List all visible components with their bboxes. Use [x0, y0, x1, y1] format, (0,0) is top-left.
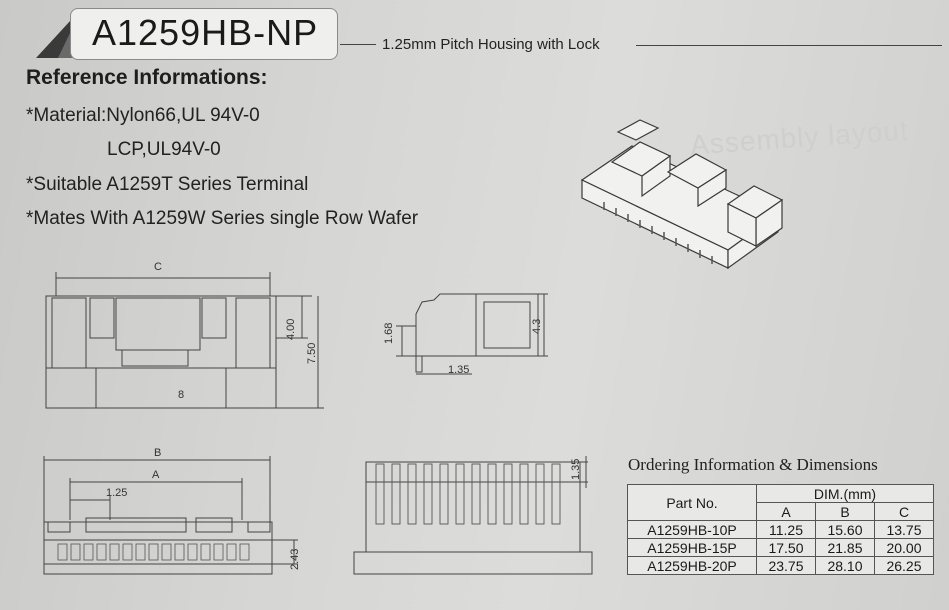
subtitle-rule-left: [340, 44, 376, 45]
table-row: A1259HB-10P 11.25 15.60 13.75: [627, 520, 934, 539]
reference-line-terminal: *Suitable A1259T Series Terminal: [26, 174, 309, 195]
dim-8-label: 8: [178, 389, 185, 401]
part-title: A1259HB-NP: [92, 12, 319, 53]
top-view-drawing: [353, 456, 593, 575]
dim-a-label: A: [152, 469, 160, 481]
dim-7-50-label: 7.50: [306, 342, 318, 364]
table-row: A1259HB-15P 17.50 21.85 20.00: [627, 538, 934, 557]
row-b: 15.60: [815, 520, 875, 539]
reference-line-lcp: LCP,UL94V-0: [107, 139, 221, 160]
row-c: 20.00: [874, 538, 934, 557]
dim-1-25-label: 1.25: [106, 487, 128, 499]
reference-line-material: *Material:Nylon66,UL 94V-0: [26, 105, 260, 126]
col-b-header: B: [815, 502, 875, 521]
front-view-drawing: [45, 272, 324, 409]
subtitle-rule-right: [636, 45, 942, 46]
row-part: A1259HB-15P: [627, 538, 757, 557]
bottom-view-drawing: [43, 456, 298, 575]
dim-1-68-label: 1.68: [383, 322, 395, 344]
side-view-drawing: [396, 293, 548, 375]
dim-b-label: B: [154, 447, 162, 459]
connector-3d-illustration: [580, 119, 784, 270]
row-c: 26.25: [874, 556, 934, 575]
row-part: A1259HB-20P: [627, 556, 757, 575]
table-row: A1259HB-20P 23.75 28.10 26.25: [627, 556, 934, 575]
row-a: 23.75: [756, 556, 816, 575]
row-c: 13.75: [874, 520, 934, 539]
subtitle: 1.25mm Pitch Housing with Lock: [382, 36, 600, 53]
title-box: [70, 8, 338, 60]
row-b: 21.85: [815, 538, 875, 557]
table-title: Ordering Information & Dimensions: [628, 455, 878, 474]
col-a-header: A: [756, 502, 816, 521]
dim-header: DIM.(mm): [756, 484, 934, 503]
reference-heading: Reference Informations:: [26, 66, 268, 89]
dim-2-43-label: 2.43: [289, 548, 301, 570]
dim-c-label: C: [154, 261, 162, 273]
row-part: A1259HB-10P: [627, 520, 757, 539]
dim-4-00-label: 4.00: [285, 318, 297, 340]
row-a: 17.50: [756, 538, 816, 557]
reference-line-wafer: *Mates With A1259W Series single Row Waf…: [26, 208, 419, 229]
col-c-header: C: [874, 502, 934, 521]
part-no-header: Part No.: [627, 484, 757, 521]
row-a: 11.25: [756, 520, 816, 539]
dim-1-35-side-label: 1.35: [448, 364, 470, 376]
ordering-table: Part No. DIM.(mm) A B C A1259HB-10P 11.2…: [627, 484, 934, 575]
dim-1-35-top-label: 1.35: [570, 458, 582, 480]
dim-4-3-label: 4.3: [531, 318, 543, 334]
row-b: 28.10: [815, 556, 875, 575]
